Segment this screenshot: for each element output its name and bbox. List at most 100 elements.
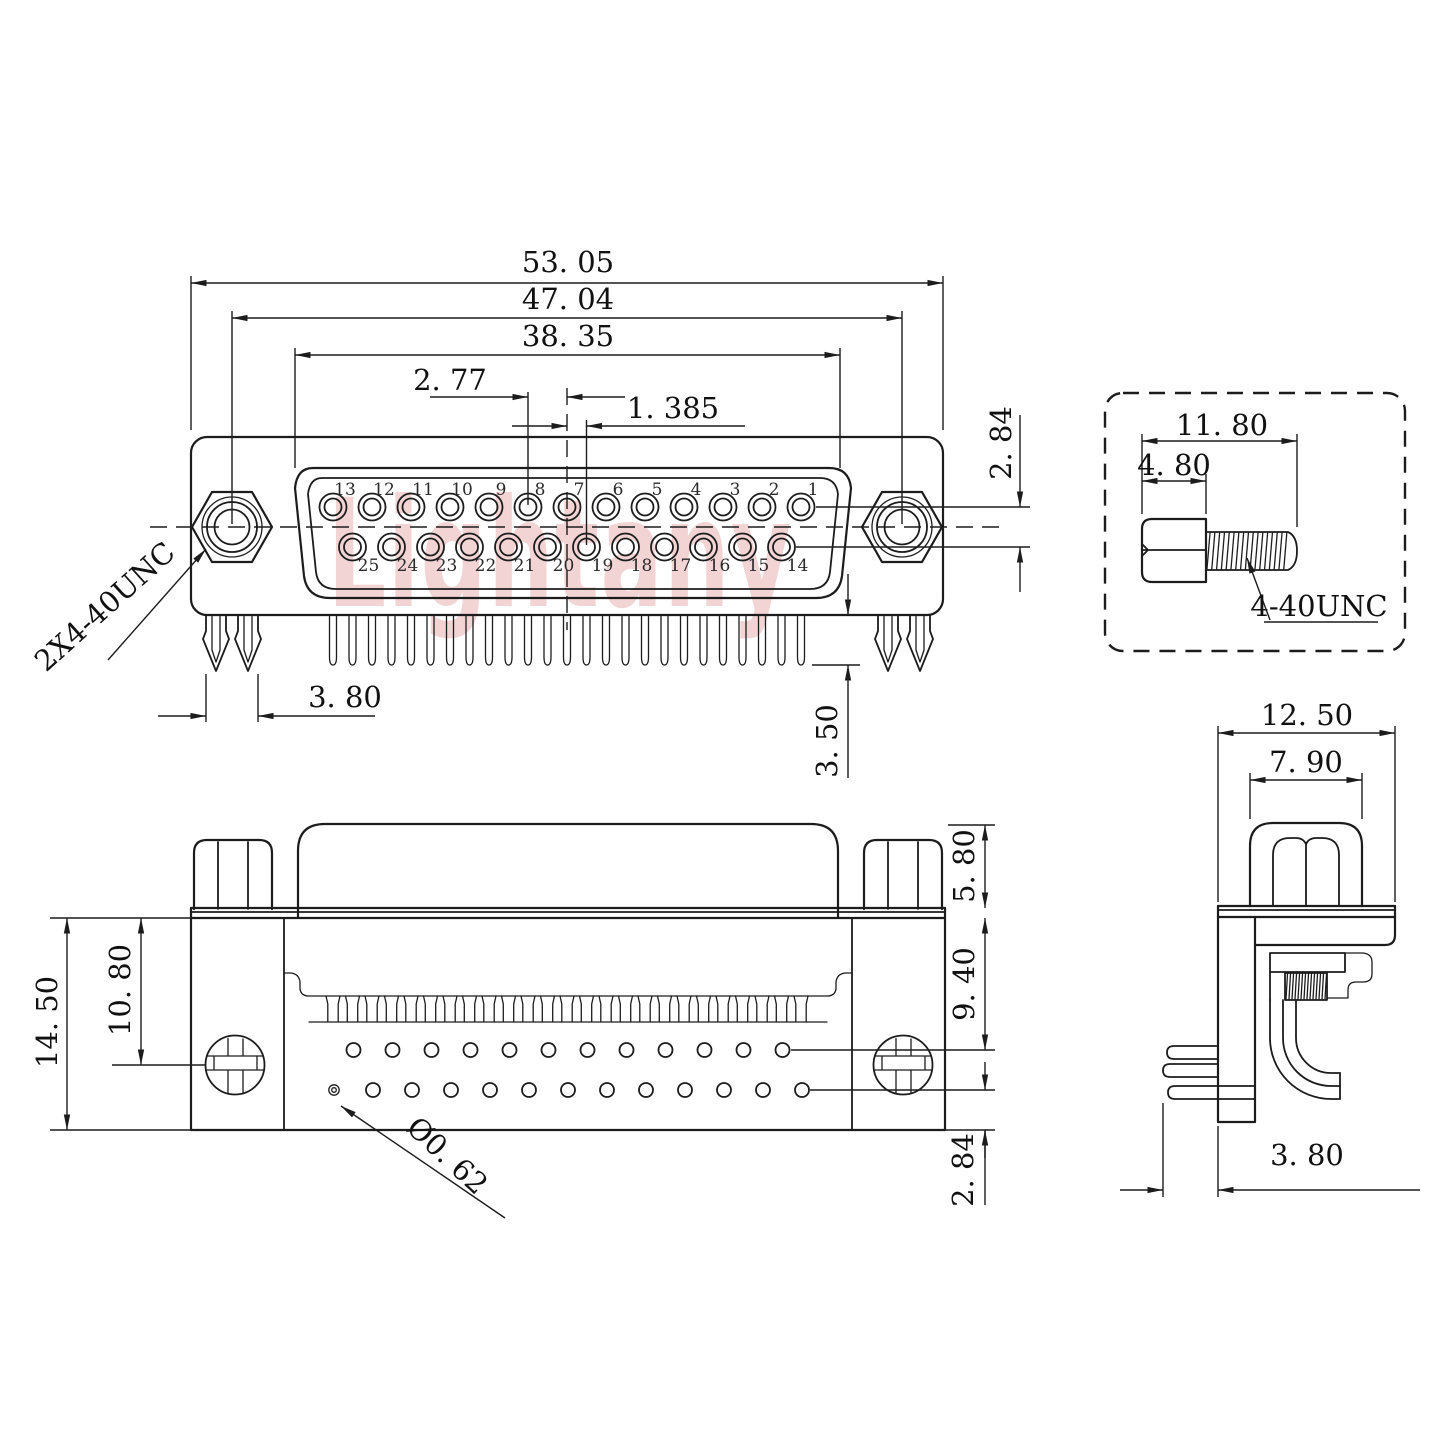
contact-tooth [676,995,692,1023]
bottom-shell-outline [296,822,840,919]
solder-hole [521,1082,537,1098]
screw-head [1140,517,1208,584]
dim-pitch-2-77: 2. 77 [413,363,487,397]
side-pcb-pins [1162,1045,1256,1100]
solder-hole [540,1042,557,1058]
dim-height-5-80: 5. 80 [947,829,981,903]
pin-hole [650,532,679,562]
pin-hole [747,492,777,522]
pin-number: 12 [373,480,395,500]
thread-line [1297,973,1301,1000]
contact-tooth [422,995,439,1023]
pcb-pin [601,614,611,666]
pcb-pin [660,614,669,666]
contact-tooth [364,995,380,1023]
bottom-holes-row1 [345,1042,791,1058]
pin-number: 9 [496,480,507,500]
front-pins-bottom-row [338,532,796,562]
contact-tooth [793,995,809,1023]
pin-hole [669,492,699,522]
bottom-contact-teeth [325,995,809,1023]
front-body-outline [189,435,945,617]
bottom-right-nut [862,838,944,911]
thread-line [1324,973,1328,1000]
pin-hole [767,532,796,562]
pcb-pin [582,614,591,666]
dim-depth-7-90: 7. 90 [1269,745,1343,779]
thread-line [1303,973,1307,1000]
dim-leg-width-3-80: 3. 80 [308,680,382,714]
dim-row-gap-2-84: 2. 84 [984,406,1018,480]
pcb-pin [504,614,513,666]
pin-hole [474,492,504,522]
contact-tooth [734,995,751,1023]
pin-number: 21 [514,556,536,576]
solder-hole [501,1042,518,1058]
dim-screw-4-80: 4. 80 [1137,448,1211,482]
thread-line [1283,532,1288,570]
pin-number: 13 [334,480,356,500]
pin-number: 20 [553,556,575,576]
pin-number: 16 [709,556,731,576]
pcb-pin [699,614,708,666]
thread-line [1263,532,1269,570]
pin-number: 7 [574,480,585,500]
bottom-dimension-lines [50,824,995,1219]
pin-number: 15 [748,556,770,576]
front-pins-top-row [318,492,816,522]
side-thread [1284,972,1328,1001]
bottom-right-screw [872,1034,934,1096]
pin-hole [435,492,465,522]
pin-number: 19 [592,556,614,576]
solder-hole [716,1082,732,1098]
side-dimension-lines [1120,726,1420,1197]
pcb-pin [387,614,396,666]
solder-hole [443,1082,459,1098]
dim-width-38-35: 38. 35 [522,319,614,353]
pin-hole [318,492,348,522]
contact-tooth [442,995,458,1023]
pin-hole [357,492,387,522]
pin-hole [728,532,757,562]
thread-line [1300,973,1304,1000]
thread-line [1211,532,1216,570]
pcb-pin [796,614,806,666]
dim-pin-length-3-50: 3. 50 [810,704,844,778]
pcb-pin [484,614,494,666]
contact-tooth [539,995,556,1023]
contact-tooth [403,995,419,1023]
pcb-pin [465,614,474,666]
pin-hole [455,532,484,562]
callout-4-40unc: 4-40UNC [1250,589,1387,623]
bottom-left-nut [192,838,274,911]
solder-hole [735,1042,752,1058]
dim-height-14-50: 14. 50 [30,976,64,1068]
front-dimension-lines [107,276,1030,778]
pin-number: 14 [787,556,809,576]
thread-line [1215,532,1221,570]
pin-hole [552,492,582,522]
pcb-pin [445,614,455,666]
contact-tooth [520,995,536,1023]
front-comb-pins [328,614,806,666]
solder-hole [423,1042,440,1058]
pcb-pin [348,614,357,666]
pcb-pin [621,614,630,666]
pcb-pin [738,614,747,666]
contact-tooth [325,995,341,1023]
side-nut [1248,821,1364,908]
pin-number: 8 [535,480,546,500]
dim-width-53-05: 53. 05 [522,245,614,279]
dim-width-47-04: 47. 04 [522,282,614,316]
solder-hole [696,1042,713,1058]
thread-line [1278,532,1283,570]
pcb-pin [562,614,572,666]
dim-depth-12-50: 12. 50 [1261,698,1353,732]
thread-line [1318,973,1322,1000]
pin-hole [786,492,816,522]
thread-line [1244,532,1250,570]
pin-hole [416,532,445,562]
side-body [1216,904,1397,1124]
